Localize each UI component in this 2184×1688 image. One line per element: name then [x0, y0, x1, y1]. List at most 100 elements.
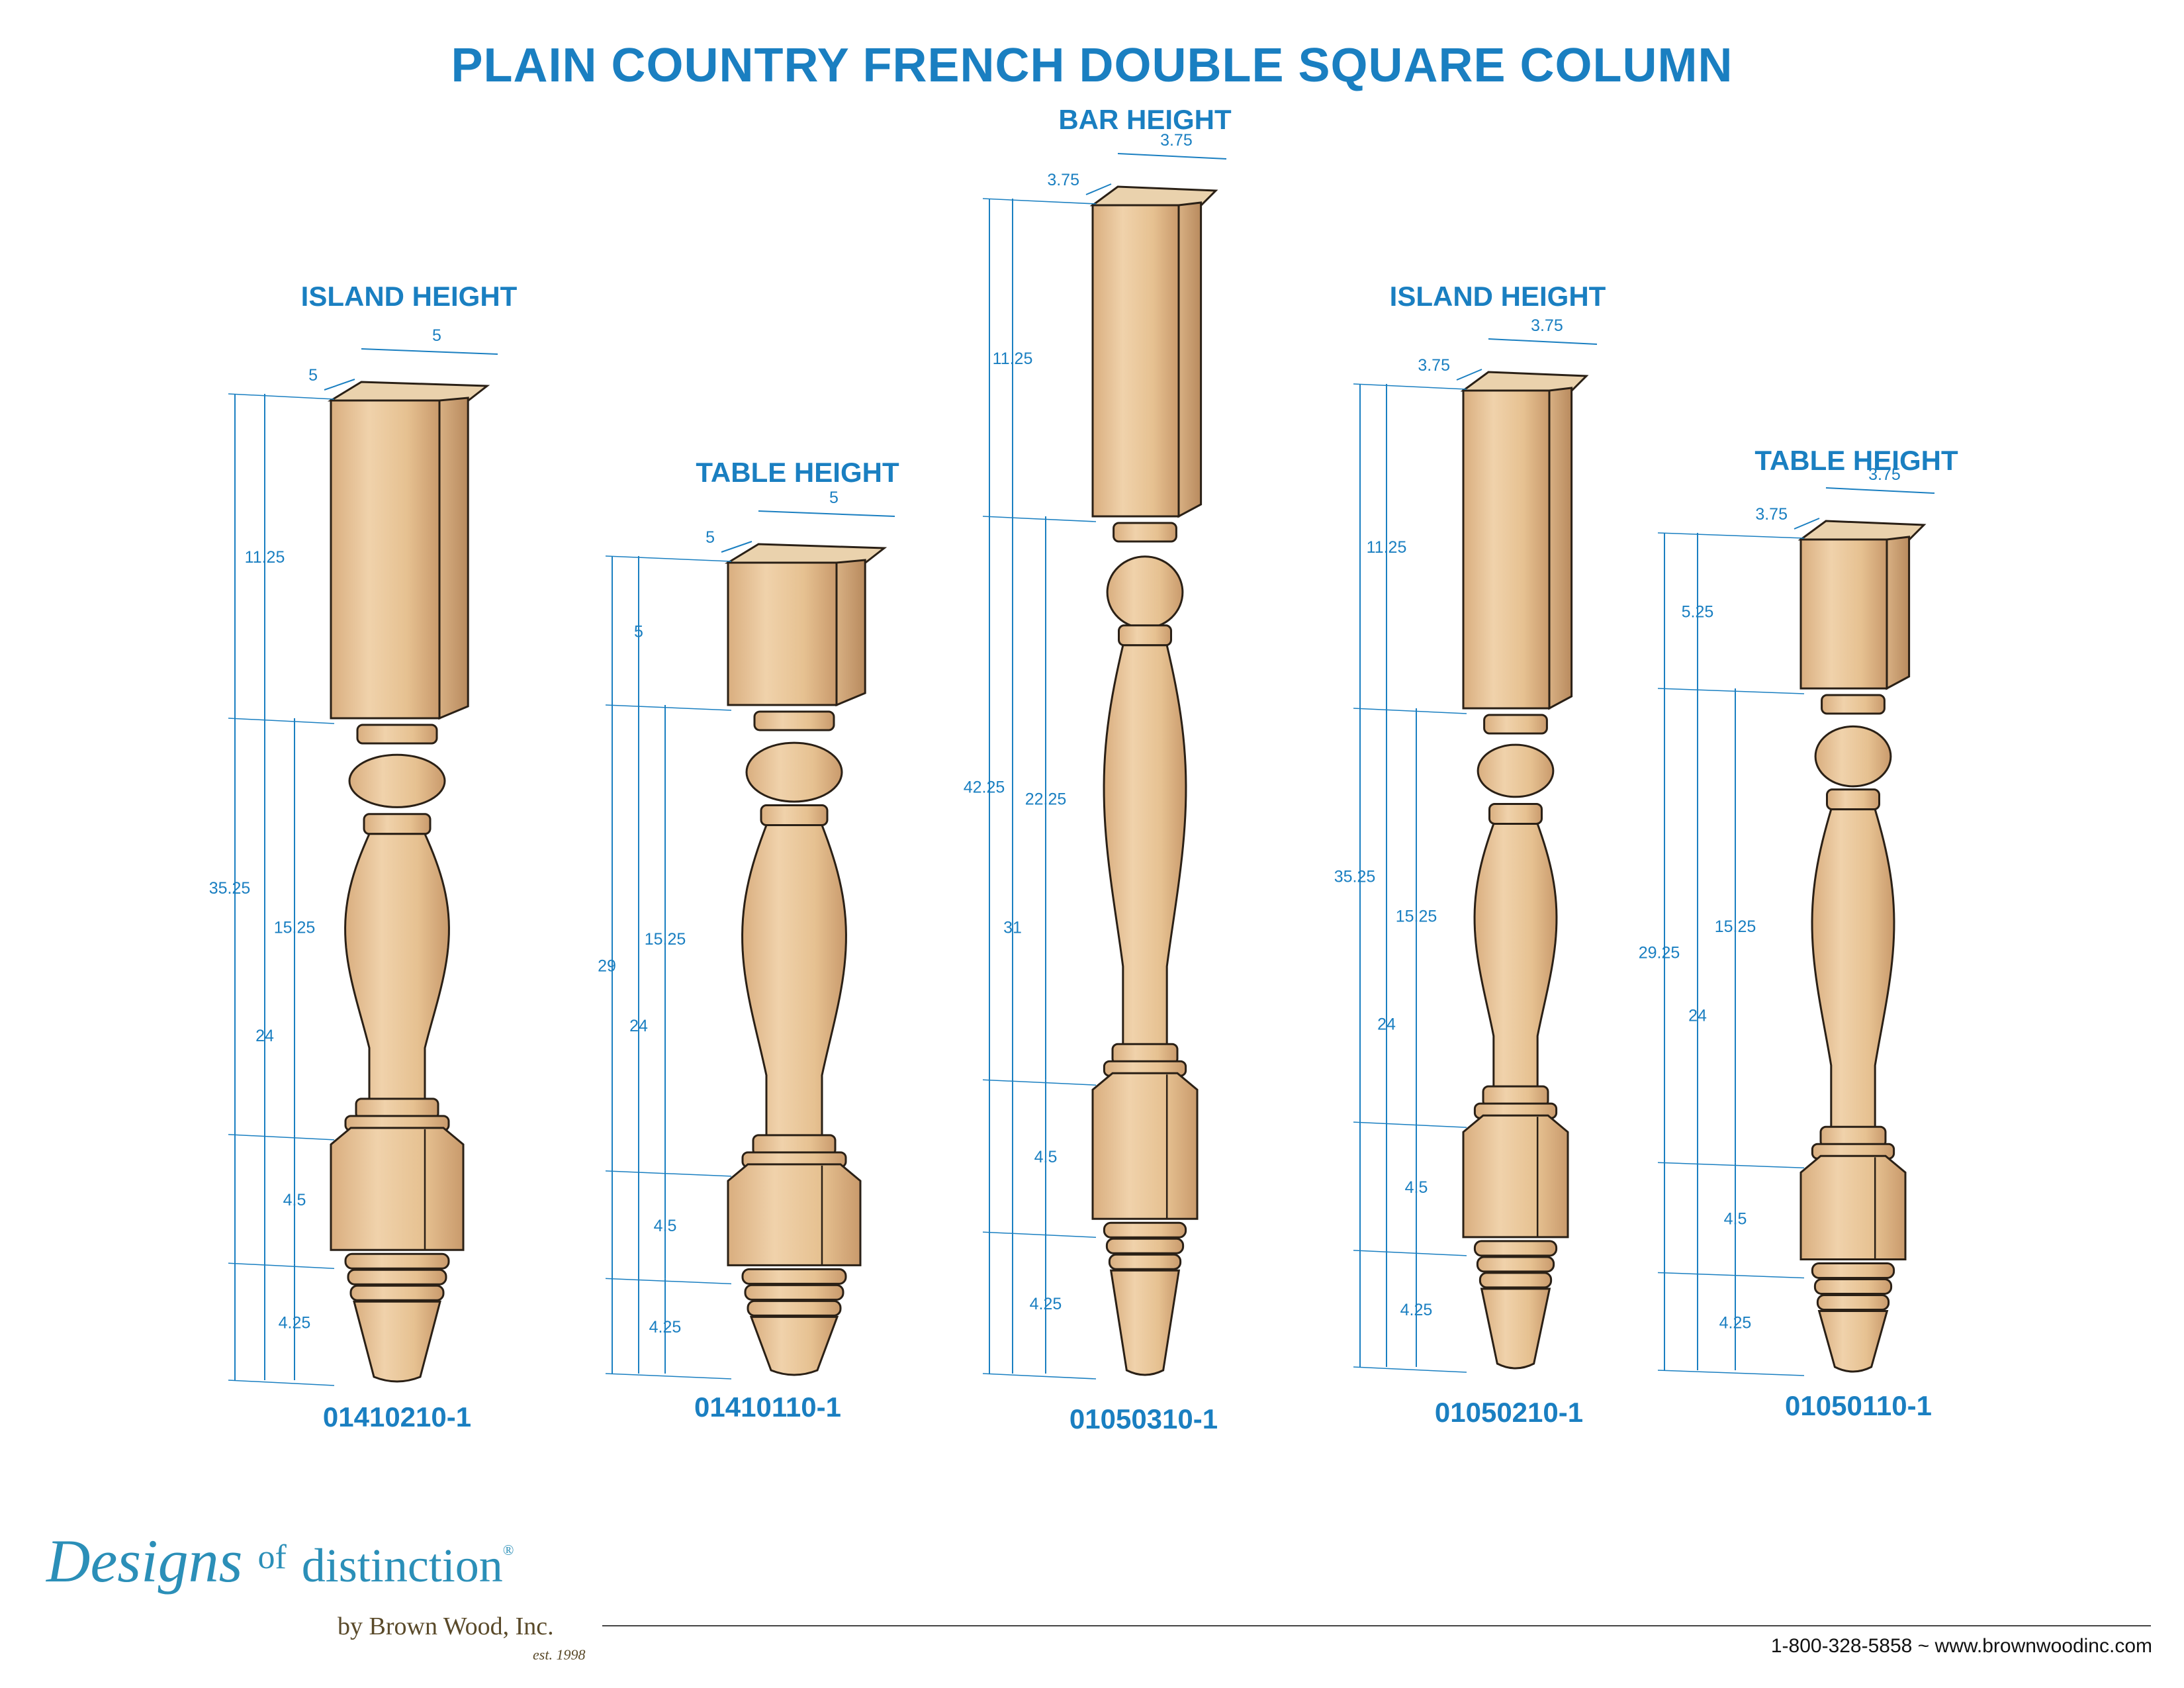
neck-ring: [1488, 802, 1543, 825]
extension-line: [228, 1134, 335, 1141]
extension-line: [605, 1373, 732, 1380]
top-block-front: [330, 399, 441, 720]
column-title: TABLE HEIGHT: [696, 457, 899, 488]
segment-dim: 4.5: [654, 1217, 677, 1235]
top-block-front: [727, 561, 838, 706]
overall-dim: 29: [598, 957, 616, 976]
foot-ring: [1108, 1253, 1182, 1270]
foot-ring: [1476, 1256, 1555, 1273]
tapered-foot: [1480, 1288, 1551, 1370]
column-01410110-1: TABLE HEIGHT01410110-1552924515.254.54.2…: [598, 457, 899, 1423]
segment-dim: 11.25: [1367, 538, 1407, 557]
column-title: ISLAND HEIGHT: [1390, 281, 1606, 312]
lower-block: [330, 1127, 465, 1251]
segment-dim: 4.25: [1719, 1313, 1752, 1332]
top-dim-depth: 5: [705, 528, 715, 547]
extension-line: [982, 198, 1097, 205]
overall-dim: 35.25: [209, 879, 251, 898]
tapered-foot: [1109, 1269, 1181, 1376]
segment-dim: 15.25: [274, 918, 316, 937]
lower-block: [727, 1163, 862, 1266]
logo-registered: ®: [502, 1542, 514, 1558]
segment-dim: 4.25: [1030, 1295, 1062, 1313]
extension-line: [1657, 1272, 1805, 1279]
foot-ring: [744, 1284, 844, 1301]
extension-line: [1657, 688, 1805, 694]
vase-shaft: [1473, 822, 1558, 1090]
segment-dim: 22.25: [1025, 790, 1067, 809]
collar-ring: [1483, 714, 1548, 735]
foot-ring: [344, 1252, 450, 1270]
top-block-side: [1548, 387, 1573, 710]
column-01050310-1: BAR HEIGHT01050310-13.753.7542.253111.25…: [964, 104, 1232, 1434]
neck-ring: [1826, 788, 1880, 811]
foot-ring: [1816, 1294, 1890, 1311]
top-dim-width-line: [1488, 338, 1598, 345]
logo-by-line: by Brown Wood, Inc.: [338, 1613, 554, 1640]
top-dim-width-line: [758, 510, 895, 517]
bulb: [1477, 743, 1555, 798]
top-dim-depth-line: [1085, 183, 1112, 195]
vase-shaft: [741, 824, 847, 1139]
overall-dim: 42.25: [964, 778, 1005, 797]
logo-distinction: distinction: [301, 1539, 503, 1592]
lower-overall-dim: 24: [1377, 1015, 1396, 1034]
brand-logo: Designs of distinction® by Brown Wood, I…: [46, 1526, 585, 1663]
overall-dim: 35.25: [1334, 868, 1376, 886]
collar-ring: [753, 710, 835, 731]
foot-ring: [1479, 1272, 1553, 1289]
segment-dim: 4.5: [1724, 1209, 1747, 1228]
extension-line: [1657, 1370, 1805, 1376]
extension-line: [1657, 1162, 1805, 1168]
top-dim-width: 3.75: [1868, 465, 1901, 484]
extension-line: [1657, 532, 1805, 539]
tapered-foot: [749, 1315, 839, 1376]
top-dim-width: 5: [829, 489, 839, 507]
top-dim-depth-line: [1794, 518, 1820, 530]
foot-ring: [1811, 1262, 1895, 1279]
extension-line: [605, 704, 732, 711]
vase-shaft: [1103, 644, 1187, 1048]
part-number: 01410210-1: [323, 1401, 471, 1432]
segment-dim: 4.5: [1034, 1148, 1058, 1166]
vase-shaft: [1811, 808, 1895, 1131]
vase-shaft: [344, 833, 450, 1103]
extension-line: [1353, 708, 1467, 714]
overall-dim: 29.25: [1639, 944, 1680, 962]
foot-ring: [1813, 1278, 1893, 1295]
extension-line: [605, 555, 732, 562]
segment-dim: 11.25: [245, 548, 285, 567]
segment-dim: 15.25: [1396, 908, 1437, 926]
extension-line: [605, 1170, 732, 1177]
logo-designs: Designs: [46, 1527, 243, 1595]
extension-line: [982, 1079, 1097, 1086]
foot-ring: [1473, 1240, 1558, 1257]
top-dim-depth-line: [1456, 369, 1482, 381]
part-number: 01050310-1: [1069, 1403, 1218, 1434]
segment-dim: 15.25: [1715, 917, 1756, 936]
top-block-side: [1886, 536, 1911, 690]
part-number: 01410110-1: [694, 1391, 841, 1423]
segment-dim: 4.5: [1405, 1178, 1428, 1197]
extension-line: [982, 1231, 1097, 1238]
segment-dim: 4.25: [1400, 1301, 1433, 1319]
extension-line: [605, 1278, 732, 1285]
top-dim-width: 5: [432, 326, 441, 345]
top-dim-depth-line: [324, 379, 355, 391]
top-dim-width: 3.75: [1531, 316, 1563, 335]
extension-line: [1353, 1366, 1467, 1373]
segment-dim: 4.25: [649, 1318, 682, 1336]
tapered-foot: [353, 1300, 441, 1383]
top-block-side: [835, 559, 866, 707]
top-block-side: [1177, 201, 1203, 518]
lower-overall-dim: 24: [255, 1027, 274, 1045]
foot-ring: [349, 1284, 445, 1301]
segment-dim: 4.5: [283, 1191, 306, 1209]
logo-of: of: [257, 1538, 287, 1576]
segment-dim: 4.25: [279, 1314, 311, 1333]
neck-ring: [760, 804, 829, 827]
foot-ring: [347, 1268, 447, 1286]
collar-ring: [1821, 694, 1886, 715]
top-dim-depth-line: [721, 541, 752, 553]
